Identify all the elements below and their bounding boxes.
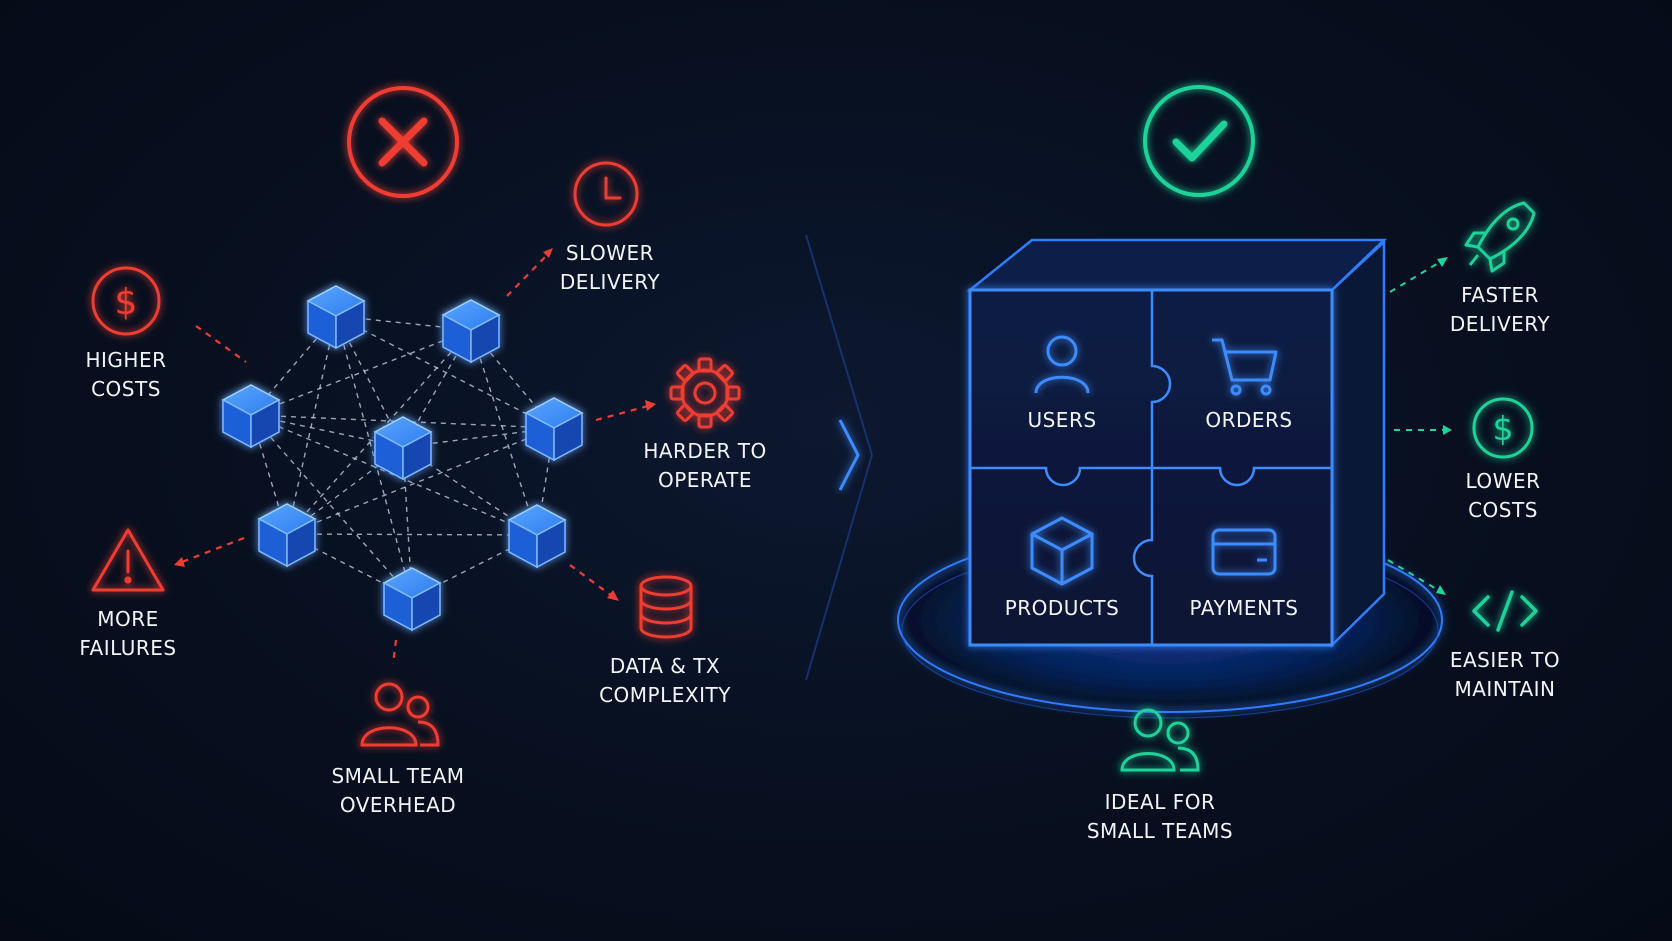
svg-text:$: $: [115, 282, 138, 323]
network-edge: [286, 315, 337, 535]
gear-icon: [669, 357, 741, 429]
check-circle-icon: [1143, 85, 1255, 197]
network-edge: [335, 315, 555, 429]
cart-icon: [1212, 338, 1278, 396]
cube-icon: [508, 504, 566, 568]
module-label-payments: PAYMENTS: [1189, 596, 1299, 620]
module-label-users: USERS: [1027, 408, 1097, 432]
benefit-pointers: [1387, 257, 1452, 595]
warning-triangle-icon: [91, 528, 165, 592]
database-icon: [639, 575, 693, 639]
network-edge: [286, 427, 555, 535]
cube-icon: [258, 503, 316, 567]
module-label-products: PRODUCTS: [1004, 596, 1120, 620]
cube-icon: [383, 567, 441, 631]
network-edge: [335, 315, 413, 599]
cube-icon: [442, 299, 500, 363]
box-icon: [1030, 516, 1094, 586]
credit-card-icon: [1211, 528, 1277, 576]
cube-icon: [307, 285, 365, 349]
rocket-icon: [1464, 201, 1536, 273]
network-edge: [250, 329, 472, 416]
x-circle-icon: [347, 86, 459, 198]
dollar-circle-icon: $: [91, 266, 161, 336]
network-nodes: [222, 285, 583, 631]
team-icon: [360, 682, 440, 747]
user-icon: [1034, 335, 1090, 394]
module-label-orders: ORDERS: [1205, 408, 1293, 432]
code-icon: [1472, 590, 1538, 632]
network-edge: [250, 414, 413, 599]
issue-pointers: [174, 248, 656, 665]
cube-icon: [222, 384, 280, 448]
monolith-box: [966, 238, 1388, 648]
chevron-right-icon: [805, 234, 874, 681]
cube-icon: [525, 397, 583, 461]
network-edge: [250, 414, 538, 536]
network-edge: [286, 533, 538, 536]
dollar-circle-icon: $: [1472, 397, 1534, 459]
clock-icon: [573, 161, 639, 227]
svg-text:$: $: [1493, 409, 1514, 448]
team-icon: [1120, 708, 1200, 772]
